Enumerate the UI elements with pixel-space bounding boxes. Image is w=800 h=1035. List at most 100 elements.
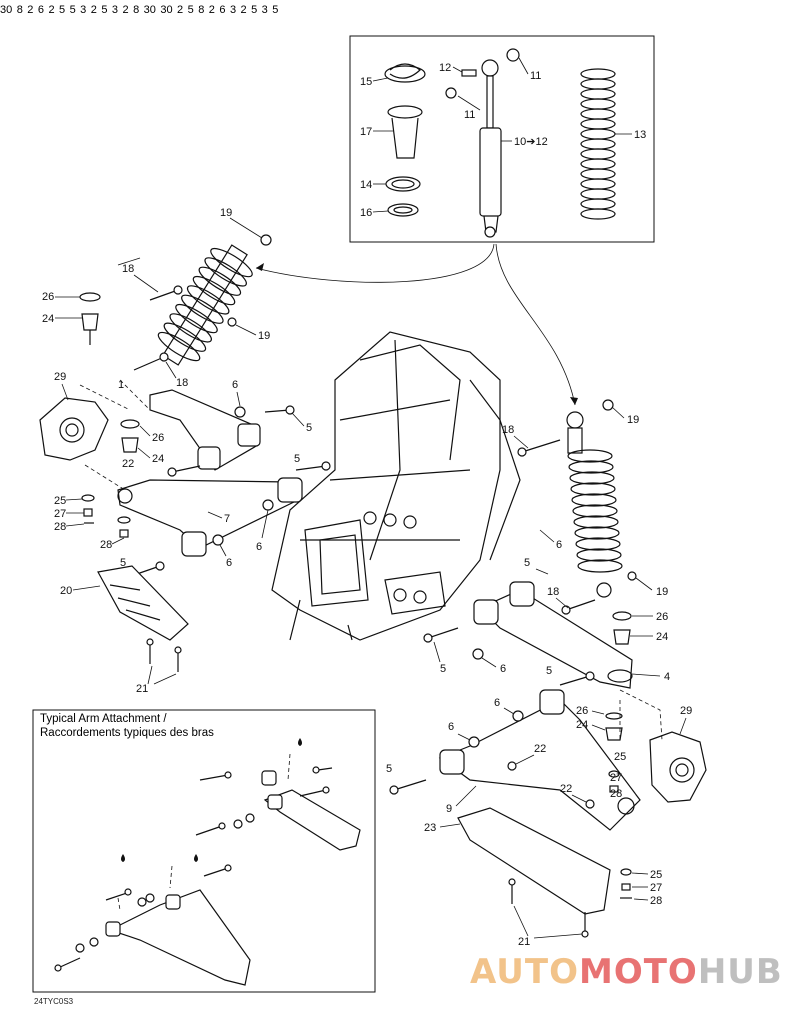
inset-callout-2-mid: 2	[122, 4, 129, 16]
callout-5-mid-left: 5	[294, 453, 300, 465]
callout-24-right-lower: 24	[576, 719, 588, 731]
callout-6-right: 6	[556, 539, 562, 551]
callout-15: 15	[360, 76, 372, 88]
callout-24-right: 24	[656, 631, 668, 643]
callout-6-mid-left: 6	[256, 541, 262, 553]
callout-18-lower-left: 18	[176, 377, 188, 389]
right-suspension-assembly	[389, 581, 707, 938]
callout-5-lower-left: 5	[120, 557, 126, 569]
shock-detail-box	[349, 35, 655, 243]
callout-22-right-lower: 22	[560, 783, 572, 795]
callout-20: 20	[60, 585, 72, 597]
callout-25-right-lower: 25	[650, 869, 662, 881]
callout-29-right: 29	[680, 705, 692, 717]
callout-14: 14	[360, 179, 372, 191]
callout-18-lower-right: 18	[547, 586, 559, 598]
callout-21-left: 21	[136, 683, 148, 695]
callout-24-mid-left: 24	[152, 453, 164, 465]
inset-callout-6-lower: 6	[219, 4, 226, 16]
watermark-logo: AUTOMOTOHUB	[470, 952, 783, 992]
callout-9: 9	[446, 803, 452, 815]
inset-callout-5-bottom: 5	[272, 4, 279, 16]
callout-6-right-lower: 6	[448, 721, 454, 733]
callout-24-left: 24	[42, 313, 54, 325]
callout-5-upper-left: 5	[306, 422, 312, 434]
callout-21-right: 21	[518, 936, 530, 948]
inset-title-french: Raccordements typiques des bras	[40, 727, 214, 739]
inset-callout-2-upper: 2	[48, 4, 55, 16]
inset-callout-2-lower-left: 2	[208, 4, 215, 16]
reference-arrow-right	[495, 243, 576, 406]
callout-28-right-lower: 28	[650, 895, 662, 907]
callout-28-right: 28	[610, 788, 622, 800]
callout-27-left: 27	[54, 508, 66, 520]
inset-title-english: Typical Arm Attachment /	[40, 713, 167, 725]
callout-7: 7	[224, 513, 230, 525]
inset-callout-6-top: 6	[37, 4, 44, 16]
callout-26-mid-left: 26	[152, 432, 164, 444]
vehicle-frame	[271, 331, 521, 641]
callout-28-left: 28	[54, 521, 66, 533]
callout-23: 23	[424, 822, 436, 834]
inset-callout-5-upper-left: 5	[69, 4, 76, 16]
inset-callout-2-upper-right: 2	[90, 4, 97, 16]
typical-arm-attachment-inset	[32, 709, 376, 993]
callout-12: 12	[439, 62, 451, 74]
inset-callout-30-left: 30	[143, 4, 156, 16]
inset-callout-30-top: 30	[0, 4, 13, 16]
inset-callout-5-lower-right: 5	[187, 4, 194, 16]
callout-6-lower-left: 6	[226, 557, 232, 569]
inset-callout-3-upper: 3	[80, 4, 87, 16]
callout-11-lower: 11	[464, 109, 475, 121]
callout-16: 16	[360, 207, 372, 219]
callout-27-right-lower: 27	[650, 882, 662, 894]
callout-5-right-mid: 5	[546, 665, 552, 677]
callout-6-right-mid: 6	[494, 697, 500, 709]
callout-5-right-lower: 5	[386, 763, 392, 775]
callout-6-upper-left: 6	[232, 379, 238, 391]
callout-5-right: 5	[524, 557, 530, 569]
inset-callout-2-lower: 2	[177, 4, 184, 16]
inset-callout-2-top: 2	[27, 4, 34, 16]
left-suspension-assembly	[39, 379, 331, 672]
inset-callout-3-lower: 3	[229, 4, 237, 16]
inset-callout-3-bottom: 3	[261, 4, 268, 16]
inset-callout-8-mid: 8	[133, 4, 140, 16]
callout-19-lower-right: 19	[656, 586, 668, 598]
callout-6-right-upper-arm: 6	[500, 663, 506, 675]
callout-18-upper-left: 18	[122, 263, 134, 275]
inset-callout-8-lower: 8	[198, 4, 205, 16]
inset-callout-5-upper-right: 5	[59, 4, 66, 16]
callout-11-upper: 11	[530, 70, 541, 82]
callout-13: 13	[634, 129, 646, 141]
inset-callout-8-top: 8	[16, 4, 23, 16]
callout-1: 1	[118, 379, 124, 391]
right-shock-assembly	[517, 399, 637, 645]
callout-5-right-upper-arm: 5	[440, 663, 446, 675]
watermark-auto: AUTO	[470, 952, 579, 992]
inset-callout-5-bottom-left: 5	[251, 4, 258, 16]
watermark-hub: HUB	[697, 952, 783, 992]
inset-title: Typical Arm Attachment / Raccordements t…	[40, 712, 214, 740]
callout-26-right-lower: 26	[576, 705, 588, 717]
callout-25-right: 25	[614, 751, 626, 763]
drawing-code: 24TYC0S3	[34, 997, 74, 1006]
callout-25-left: 25	[54, 495, 66, 507]
callout-4: 4	[664, 671, 670, 683]
callout-22-left: 22	[122, 458, 134, 470]
inset-callout-5-mid: 5	[101, 4, 108, 16]
inset-callout-30-mid: 30	[160, 4, 173, 16]
inset-callout-3-mid: 3	[111, 4, 119, 16]
callout-18-upper-right: 18	[502, 424, 514, 436]
callout-17: 17	[360, 126, 372, 138]
callout-29-left: 29	[54, 371, 66, 383]
callout-10-to-12: 10➔12	[514, 136, 548, 148]
callout-19-top-left: 19	[220, 207, 232, 219]
inset-callout-2-bottom: 2	[240, 4, 247, 16]
callout-19-mid-left: 19	[258, 330, 270, 342]
callout-28-mid-left: 28	[100, 539, 112, 551]
callout-26-right: 26	[656, 611, 668, 623]
left-shock-assembly	[79, 234, 272, 371]
callout-22-right-upper: 22	[534, 743, 546, 755]
